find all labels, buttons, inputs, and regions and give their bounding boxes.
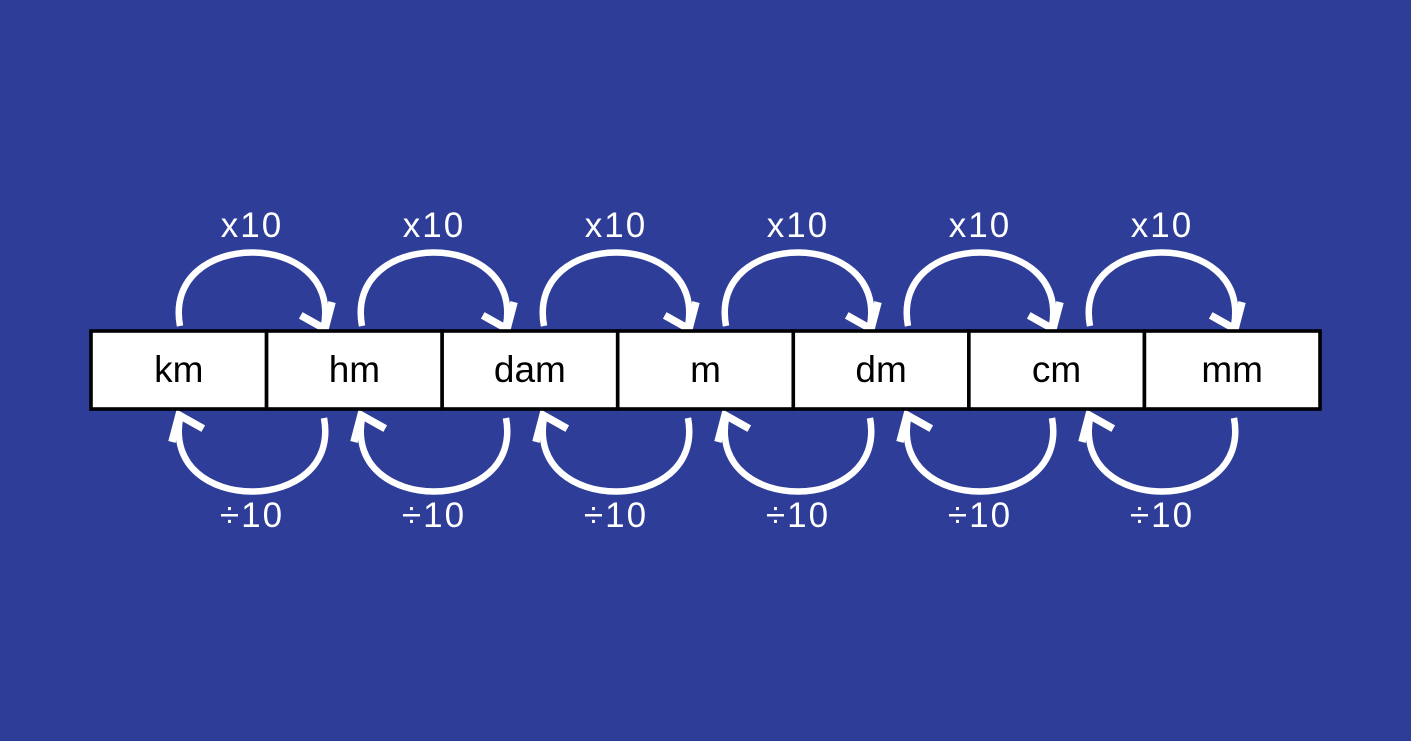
multiply-label-1: x10 (221, 206, 283, 245)
unit-label-cm: cm (1032, 349, 1081, 390)
multiply-labels: x10 x10 x10 x10 x10 x10 (221, 206, 1193, 245)
unit-box-row: km hm dam m dm cm mm (89, 329, 1322, 411)
multiply-label-2: x10 (403, 206, 465, 245)
unit-box-km: km (89, 329, 269, 411)
multiply-label-6: x10 (1131, 206, 1193, 245)
unit-cell (440, 329, 620, 411)
unit-box-hm: hm (264, 329, 444, 411)
unit-label-hm: hm (329, 349, 380, 390)
multiply-label-4: x10 (767, 206, 829, 245)
divide-label-3: ÷10 (584, 496, 648, 535)
unit-cell (791, 329, 971, 411)
divide-label-1: ÷10 (220, 496, 284, 535)
divide-labels: ÷10 ÷10 ÷10 ÷10 ÷10 ÷10 (220, 496, 1194, 535)
unit-label-mm: mm (1201, 349, 1263, 390)
unit-label-dam: dam (494, 349, 566, 390)
unit-box-m: m (615, 329, 796, 411)
divide-label-4: ÷10 (766, 496, 830, 535)
unit-cell (1142, 329, 1322, 411)
multiply-label-3: x10 (585, 206, 647, 245)
unit-label-km: km (154, 349, 203, 390)
unit-box-cm: cm (967, 329, 1147, 411)
unit-cell (615, 329, 796, 411)
unit-box-dm: dm (791, 329, 971, 411)
divide-label-5: ÷10 (948, 496, 1012, 535)
divide-label-2: ÷10 (402, 496, 466, 535)
multiply-label-5: x10 (949, 206, 1011, 245)
unit-label-dm: dm (855, 349, 906, 390)
divide-label-6: ÷10 (1130, 496, 1194, 535)
unit-cell (89, 329, 269, 411)
unit-box-mm: mm (1142, 329, 1322, 411)
unit-box-dam: dam (440, 329, 620, 411)
unit-label-m: m (690, 349, 721, 390)
